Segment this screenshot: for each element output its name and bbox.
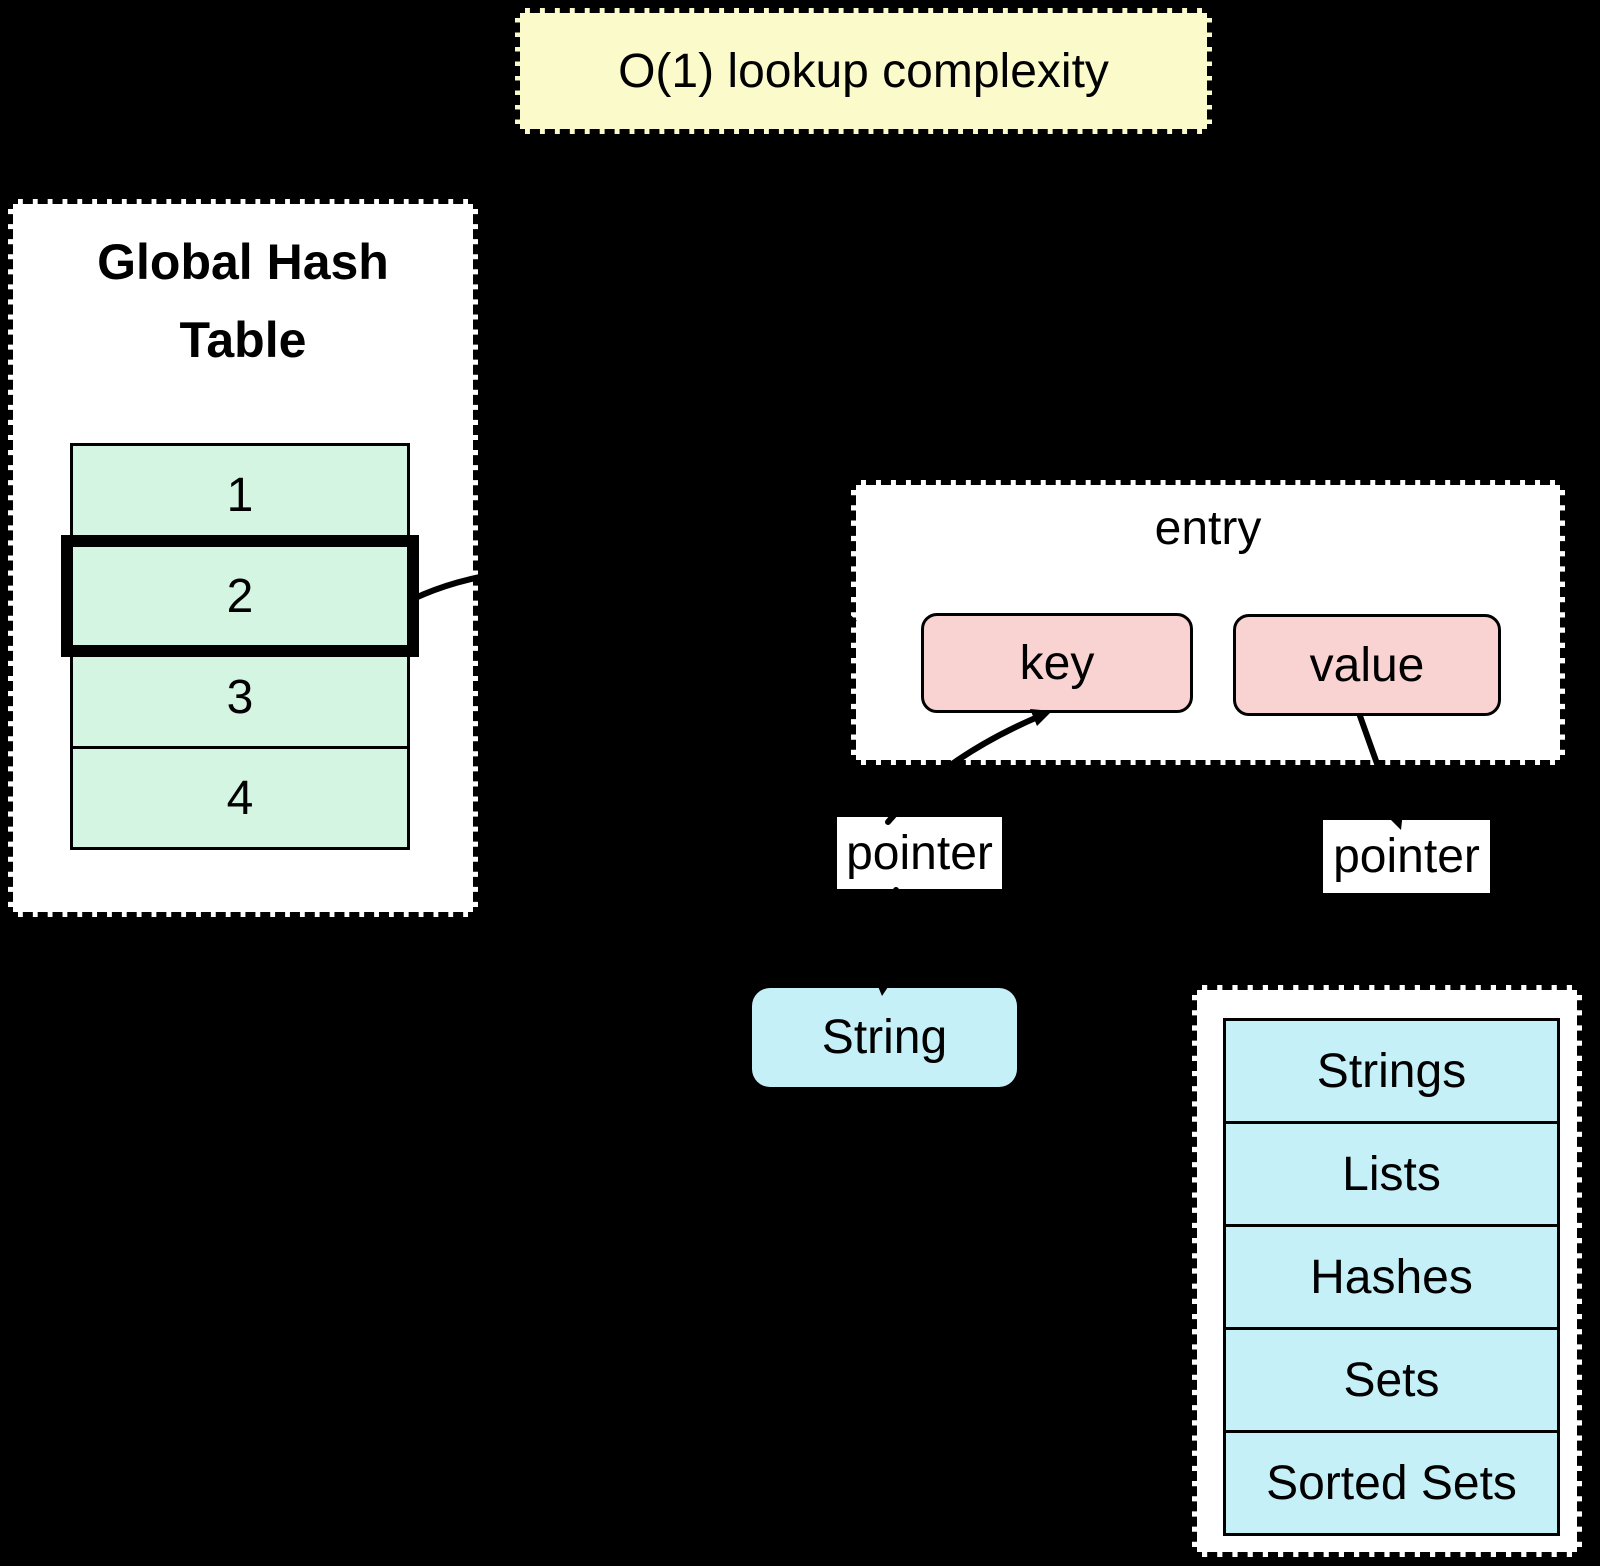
connector-pointer-to-string [875,887,899,996]
entry-box: entry key value [851,480,1565,765]
global-hash-table-title: Global Hash Table [97,234,389,368]
entry-title: entry [1154,502,1262,555]
global-hash-table-box: Global Hash Table 1 2 3 4 [8,199,478,917]
type-row-lists: Lists [1223,1121,1560,1227]
connector-pointer-to-types [1388,893,1410,983]
connector-slot2-to-entry [410,565,857,626]
hash-slot-list: 1 2 3 4 [70,443,410,850]
value-types-table: Strings Lists Hashes Sets Sorted Sets [1223,1018,1560,1536]
value-pointer-label: pointer [1323,820,1490,893]
hash-slot-4: 4 [70,746,410,850]
type-row-strings: Strings [1223,1018,1560,1124]
key-pointer-label: pointer [837,817,1002,889]
value-types-box: Strings Lists Hashes Sets Sorted Sets [1192,985,1582,1557]
complexity-note: O(1) lookup complexity [515,8,1212,134]
type-row-sets: Sets [1223,1327,1560,1433]
string-box: String [752,988,1017,1087]
hash-slot-2-highlighted: 2 [70,544,410,648]
type-row-hashes: Hashes [1223,1224,1560,1330]
type-row-sorted-sets: Sorted Sets [1223,1430,1560,1536]
key-box: key [921,613,1193,713]
hash-slot-3: 3 [70,645,410,749]
value-box: value [1233,614,1501,716]
hash-slot-1: 1 [70,443,410,547]
complexity-note-label: O(1) lookup complexity [618,44,1109,98]
